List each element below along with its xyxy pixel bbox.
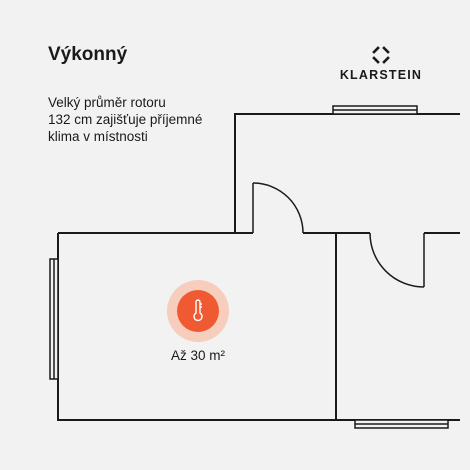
brand-logo: KLARSTEIN <box>336 46 426 82</box>
door-right <box>369 231 425 288</box>
description-line: klima v místnosti <box>48 129 148 144</box>
description-line: Velký průměr rotoru <box>48 95 166 110</box>
area-label: Až 30 m² <box>170 348 225 363</box>
window-top <box>332 105 418 115</box>
heading: Výkonný <box>48 44 128 65</box>
window-bottom-right <box>354 419 449 429</box>
door-upper <box>252 182 304 234</box>
thermometer-icon <box>193 299 203 322</box>
room-right <box>336 232 460 421</box>
klarstein-logo-icon <box>372 46 390 64</box>
description-line: 132 cm zajišťuje příjemné <box>48 112 203 127</box>
room-upper <box>234 113 460 233</box>
brand-name: KLARSTEIN <box>339 68 423 82</box>
window-left <box>49 258 59 380</box>
description: Velký průměr rotoru 132 cm zajišťuje pří… <box>48 94 248 145</box>
temperature-badge <box>167 280 229 342</box>
